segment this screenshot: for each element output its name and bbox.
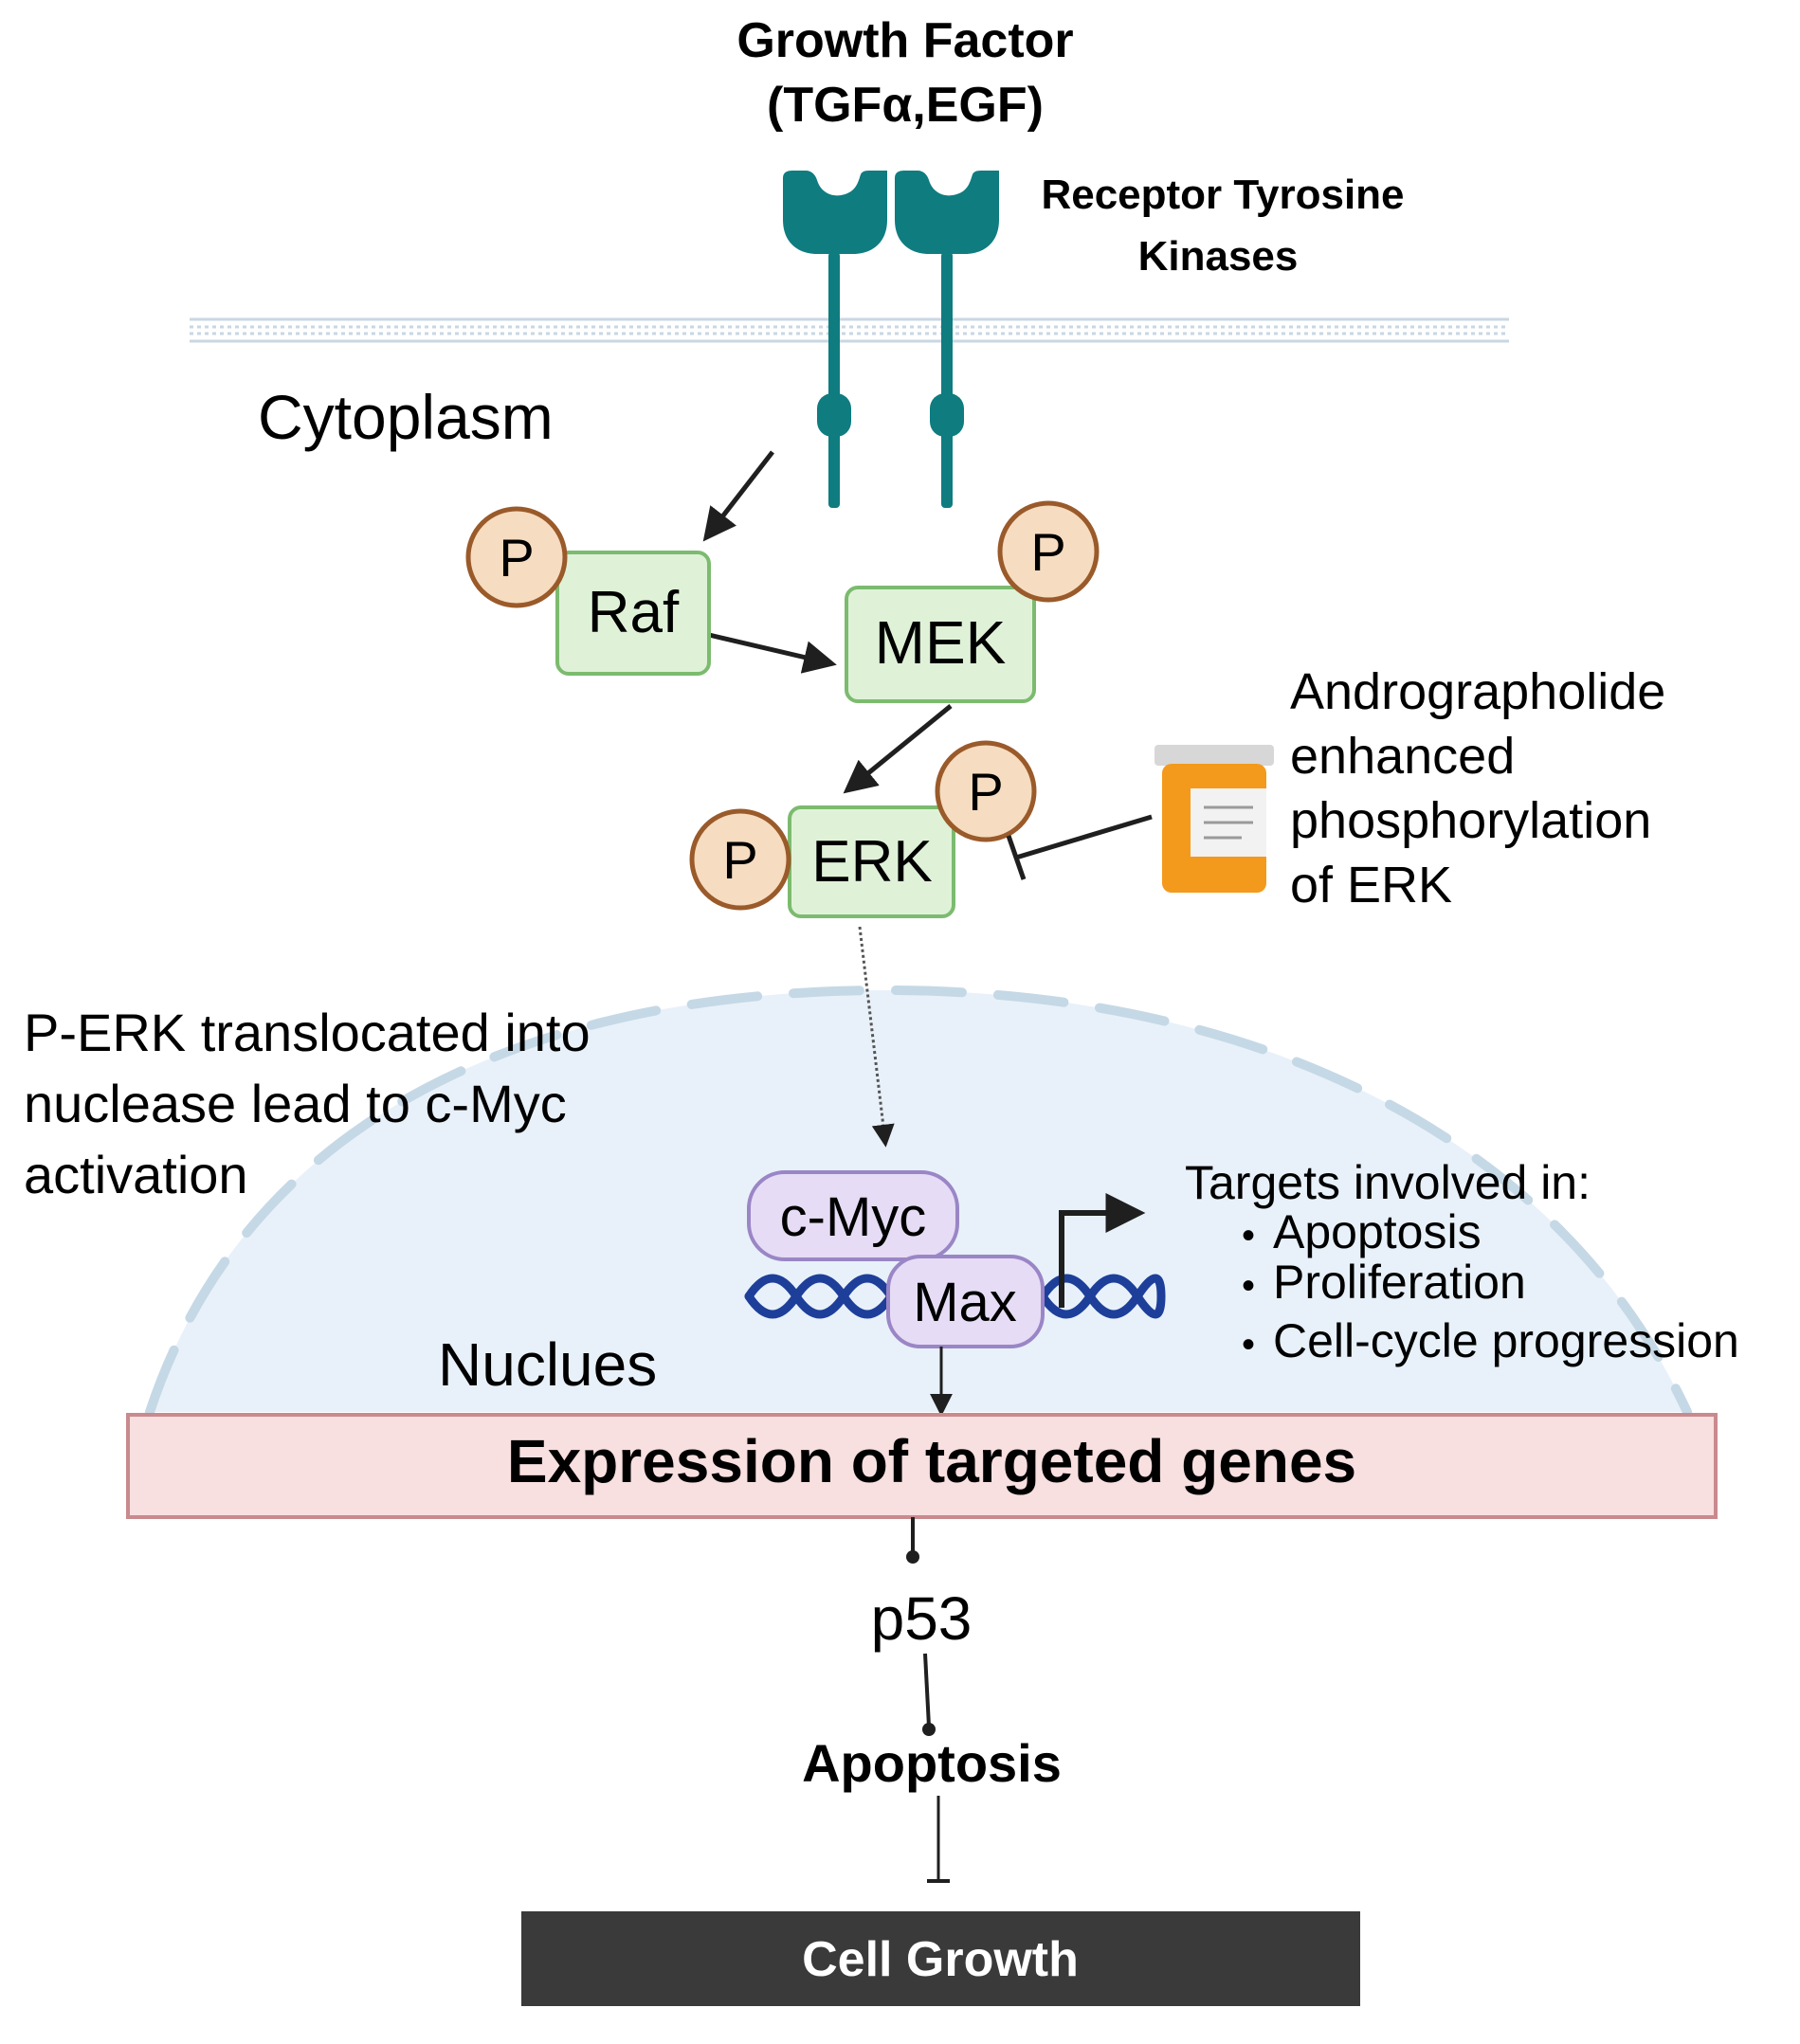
cell-growth-box [521, 1911, 1360, 2006]
cytoplasm-label: Cytoplasm [258, 382, 554, 452]
connector-dot-apoptosis [922, 1723, 936, 1736]
max-label: Max [913, 1272, 1017, 1333]
translocation-note-line3: activation [24, 1145, 248, 1204]
dna-icon [744, 1274, 1166, 1319]
translocation-note-line1: P-ERK translocated into [24, 1003, 591, 1062]
receptor-label-line1: Receptor Tyrosine [1041, 172, 1404, 218]
nucleus-label: Nuclues [438, 1330, 657, 1399]
erk-phospho-label-left: P [722, 830, 757, 890]
erk-label: ERK [811, 829, 932, 895]
raf-phospho-label: P [499, 528, 534, 588]
drug-action-bar [1006, 835, 1027, 880]
drug-action-line [1015, 814, 1153, 860]
p53-label: p53 [871, 1584, 973, 1653]
target-item-apoptosis: Apoptosis [1273, 1205, 1482, 1258]
arrow-mek-to-erk [843, 704, 953, 794]
drug-note-line1: Andrographolide [1290, 663, 1665, 720]
cmyc-box [747, 1170, 959, 1261]
mek-label: MEK [875, 608, 1007, 677]
raf-box [555, 551, 711, 676]
mek-box [845, 586, 1036, 703]
arrow-raf-to-mek [708, 632, 837, 674]
transcription-arrow [1059, 1193, 1146, 1308]
mek-phospho-circle [997, 500, 1100, 603]
erk-phospho-circle-left [689, 808, 791, 911]
connector-p53-to-apoptosis [923, 1653, 931, 1727]
receptor-label-line2: Kinases [1138, 233, 1299, 280]
cell-membrane [190, 317, 1509, 343]
cell-growth-label: Cell Growth [802, 1932, 1079, 1987]
arrow-erk-to-nucleus [858, 926, 895, 1148]
growth-factor-label-line1: Growth Factor [736, 13, 1073, 68]
max-box [886, 1255, 1045, 1348]
connector-dot-p53 [906, 1550, 919, 1564]
drug-note-line3: phosphorylation [1290, 792, 1651, 849]
raf-phospho-circle [465, 506, 568, 608]
nuclear-envelope [145, 985, 1692, 1417]
target-bullet-1: • [1242, 1215, 1255, 1257]
target-bullet-2: • [1242, 1265, 1255, 1307]
target-item-proliferation: Proliferation [1273, 1256, 1526, 1309]
translocation-note-line2: nuclease lead to c-Myc [24, 1074, 567, 1133]
arrow-receptor-to-raf [702, 450, 774, 542]
target-item-cell-cycle: Cell-cycle progression [1273, 1314, 1739, 1367]
receptor-icon [783, 171, 999, 508]
pill-bottle-icon [1155, 745, 1274, 893]
growth-factor-label-line2: (TGFα,EGF) [767, 78, 1044, 133]
expression-box [126, 1413, 1718, 1519]
target-bullet-3: • [1242, 1324, 1255, 1366]
apoptosis-label: Apoptosis [802, 1733, 1062, 1793]
cmyc-label: c-Myc [780, 1186, 927, 1248]
erk-phospho-label-right: P [968, 762, 1003, 822]
drug-note-line2: enhanced [1290, 728, 1515, 785]
mek-phospho-label: P [1030, 522, 1065, 582]
expression-box-label: Expression of targeted genes [507, 1427, 1356, 1495]
targets-heading: Targets involved in: [1185, 1156, 1591, 1209]
raf-label: Raf [588, 580, 680, 645]
erk-phospho-circle-right [935, 740, 1037, 842]
drug-note-line4: of ERK [1290, 857, 1452, 913]
